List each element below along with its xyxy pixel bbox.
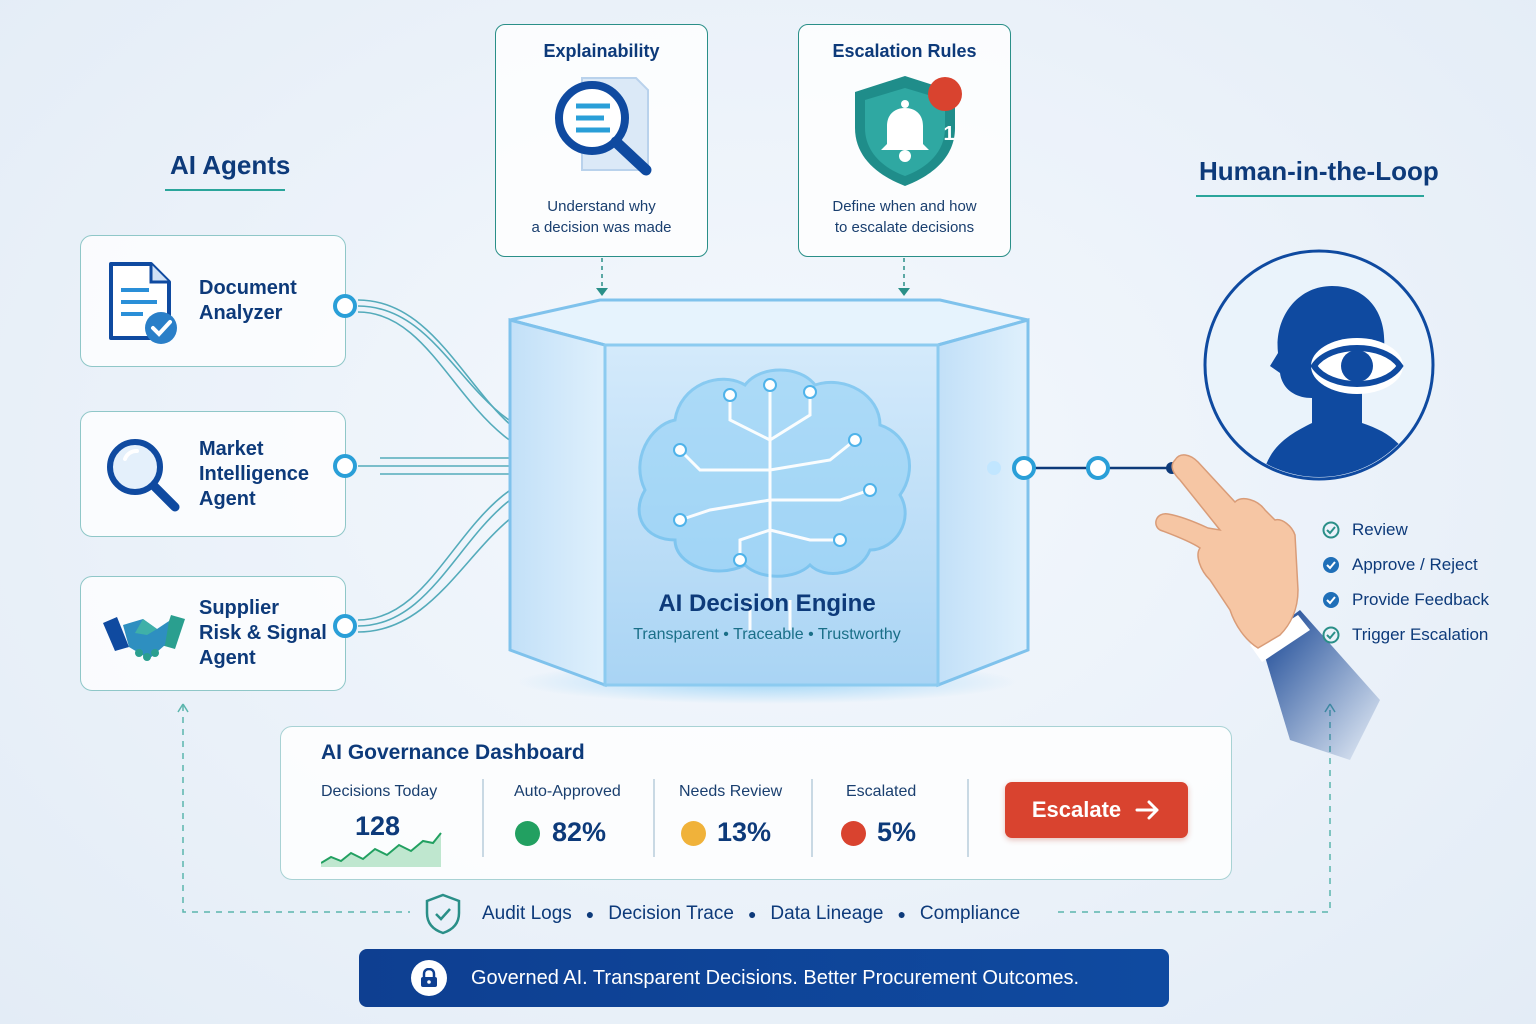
escalation-badge: 1 [943,123,955,145]
agent-label-supplier-risk: Supplier Risk & Signal Agent [199,597,327,669]
agents-section-title: AI Agents [170,150,291,180]
action-review-label: Review [1352,519,1408,539]
dashboard-title: AI Governance Dashboard [321,741,585,764]
audit-item-audit-logs[interactable]: Audit Logs [482,903,572,924]
check-circle-icon [1323,556,1339,573]
bullet-separator: ● [747,906,757,922]
agent-label-document-analyzer: Document Analyzer [199,277,297,324]
human-actions-list: Review Approve / Reject Provide Feedback… [1322,512,1522,652]
audit-item-data-lineage[interactable]: Data Lineage [770,903,884,924]
shield-check-icon [425,893,461,935]
decision-engine-prism [508,298,1030,704]
human-section-title: Human-in-the-Loop [1199,156,1439,186]
action-provide-feedback[interactable]: Provide Feedback [1322,582,1522,617]
metric-label-decisions-today: Decisions Today [321,783,438,800]
agent-label-market-intelligence: Market Intelligence Agent [199,437,310,510]
engine-subtitle: Transparent • Traceable • Trustworthy [633,626,901,643]
status-dot-red [841,821,866,846]
metric-divider [653,779,655,857]
metric-value-escalated: 5% [877,817,917,847]
metric-divider [811,779,813,857]
bullet-separator: ● [897,906,906,922]
action-review[interactable]: Review [1322,512,1522,547]
escalation-rules-description: Define when and how to escalate decision… [832,198,977,236]
audit-items-row: Audit Logs ● Decision Trace ● Data Linea… [482,894,1020,934]
human-eye-icon [1203,249,1435,481]
document-check-icon [109,262,177,344]
agent-card-document-analyzer[interactable]: Document Analyzer [80,235,346,367]
governance-dashboard: AI Governance Dashboard Decisions Today … [280,726,1232,880]
bullet-separator: ● [585,906,595,922]
handshake-icon [103,614,185,661]
engine-title: AI Decision Engine [658,590,876,617]
magnifier-icon [107,439,180,512]
hand-icon [1155,454,1380,760]
metric-value-auto-approved: 82% [552,817,607,847]
status-dot-amber [681,821,706,846]
shield-bell-icon [854,76,962,186]
magnifier-document-icon [554,77,651,176]
audit-item-compliance[interactable]: Compliance [919,903,1021,924]
status-dot-green [515,821,540,846]
human-title-underline [1196,195,1424,197]
lock-icon [411,960,447,996]
check-circle-icon [1323,591,1339,608]
action-provide-feedback-label: Provide Feedback [1352,589,1490,609]
escalate-button[interactable]: Escalate [1005,782,1188,838]
audit-item-decision-trace[interactable]: Decision Trace [608,903,734,924]
action-approve-reject[interactable]: Approve / Reject [1322,547,1522,582]
escalation-rules-title: Escalation Rules [832,41,977,61]
explainability-title: Explainability [543,41,660,61]
agents-title-underline [165,189,285,191]
action-approve-reject-label: Approve / Reject [1352,554,1478,574]
agent-card-supplier-risk[interactable]: Supplier Risk & Signal Agent [80,576,346,691]
metric-label-auto-approved: Auto-Approved [514,783,621,800]
escalate-button-label: Escalate [1031,797,1122,822]
agent-card-market-intelligence[interactable]: Market Intelligence Agent [80,411,346,537]
action-trigger-escalation-label: Trigger Escalation [1352,624,1489,644]
metric-value-decisions-today: 128 [355,811,401,841]
banner-text: Governed AI. Transparent Decisions. Bett… [471,966,1080,989]
footer-banner: Governed AI. Transparent Decisions. Bett… [359,949,1169,1007]
metric-divider [967,779,969,857]
metric-label-needs-review: Needs Review [679,783,783,800]
metric-label-escalated: Escalated [846,783,917,800]
explainability-description: Understand why a decision was made [531,198,672,236]
check-circle-icon [1322,626,1340,643]
brain-circuit-icon [637,368,911,630]
metric-value-needs-review: 13% [717,817,772,847]
agent-connector-nodes [333,294,357,638]
metric-divider [482,779,484,857]
check-circle-icon [1322,521,1340,538]
arrow-right-icon [1135,800,1159,820]
action-trigger-escalation[interactable]: Trigger Escalation [1322,617,1522,652]
escalation-rules-box[interactable]: Escalation Rules 1 Define when and how t… [798,24,1011,257]
explainability-box[interactable]: Explainability Understand why a decision… [495,24,708,257]
sparkline-icon [321,832,442,867]
